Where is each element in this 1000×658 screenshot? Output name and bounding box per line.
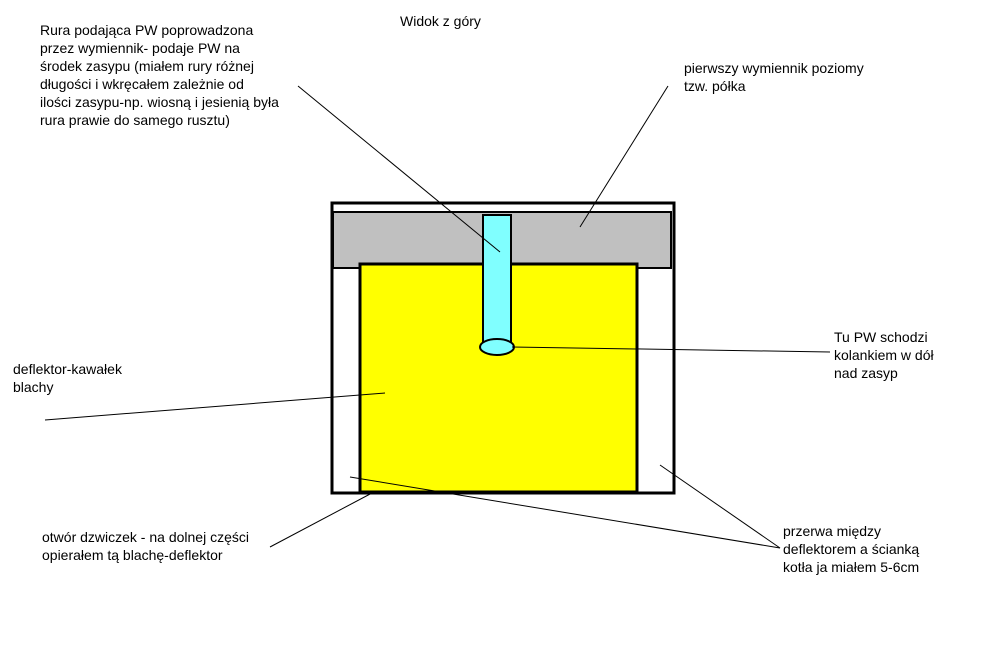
leader-gap-right xyxy=(659,464,781,549)
exchanger-label: pierwszy wymiennik poziomy tzw. półka xyxy=(684,60,864,94)
pw-pipe-elbow xyxy=(479,338,515,356)
leader-lines xyxy=(44,85,831,549)
pw-elbow-label: Tu PW schodzi kolankiem w dół nad zasyp xyxy=(834,329,934,381)
holes-label: otwór dzwiczek - na dolnej części opiera… xyxy=(42,529,249,563)
diagram-title: Widok z góry xyxy=(400,13,481,29)
gap-label: przerwa między deflektorem a ścianką kot… xyxy=(783,523,920,575)
leader-deflector xyxy=(44,392,386,421)
deflector-label: deflektor-kawałek blachy xyxy=(13,361,122,395)
pw-pipe xyxy=(482,214,512,347)
leader-exchanger xyxy=(579,85,669,228)
leader-elbow xyxy=(511,346,831,353)
leader-holes xyxy=(269,492,373,548)
pipe-description-label: Rura podająca PW poprowadzona przez wymi… xyxy=(40,22,279,128)
leader-pipe xyxy=(297,85,501,253)
leader-gap-left xyxy=(349,476,781,549)
